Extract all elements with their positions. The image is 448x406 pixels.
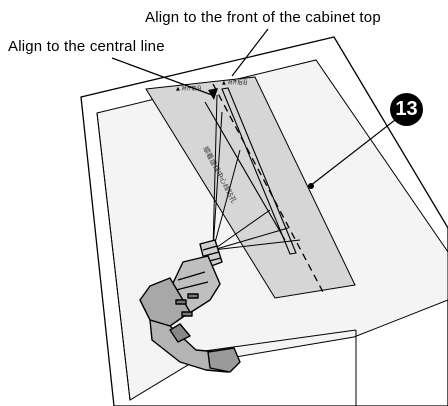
template-mark-left: ▲ 对齐前沿 [176,85,201,92]
step-number-badge: 13 [390,93,423,126]
drilling-template [145,76,356,299]
central-dashed-line [212,83,324,293]
cabinet-shelf-line [189,329,357,354]
template-mark-right: ▲ 对齐后沿 [222,79,247,86]
cabinet-edge-line [96,112,131,401]
drill-focus-lines [212,94,301,251]
template-slot [221,87,297,255]
central-line-label: Align to the central line [8,38,165,55]
leader-step-13-dot [308,183,314,189]
front-edge-marker [208,88,218,100]
leader-front-edge [231,28,269,77]
power-drill [139,239,241,373]
leader-central-line [111,57,213,96]
front-edge-label: Align to the front of the cabinet top [145,9,381,26]
leader-step-13 [309,119,396,187]
template-slot-inner [204,101,286,241]
